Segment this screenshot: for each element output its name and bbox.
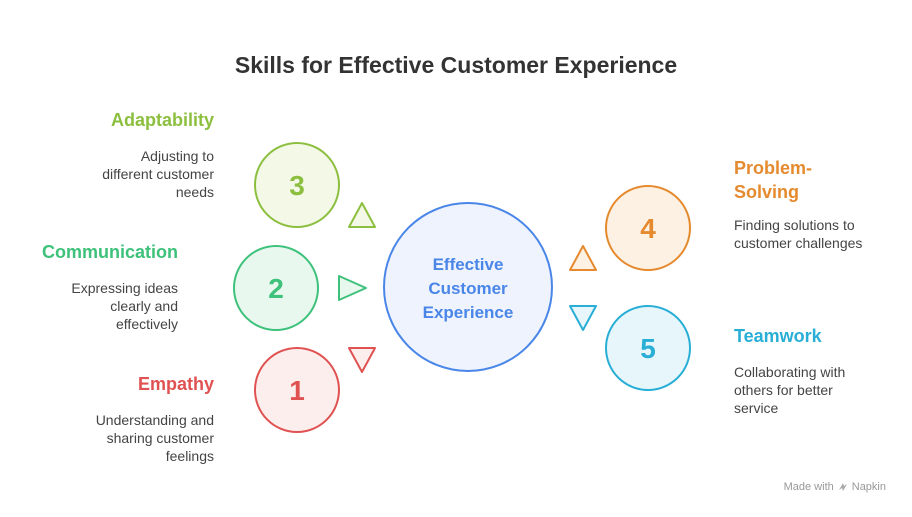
skill-description-communication: Expressing ideas clearly and effectively bbox=[0, 279, 178, 333]
description-line: service bbox=[734, 400, 779, 416]
page-title: Skills for Effective Customer Experience bbox=[234, 52, 678, 78]
description-line: needs bbox=[175, 184, 214, 200]
skill-heading-teamwork: Teamwork bbox=[734, 324, 904, 348]
skill-number-adaptability: 3 bbox=[289, 170, 305, 201]
napkin-logo-icon bbox=[838, 483, 847, 491]
description-line: clearly and bbox=[110, 298, 178, 314]
skill-number-teamwork: 5 bbox=[640, 333, 656, 364]
skill-heading-line: Solving bbox=[734, 182, 800, 202]
skill-heading-communication: Communication bbox=[0, 240, 178, 264]
description-line: others for better bbox=[734, 382, 833, 398]
description-line: Understanding and bbox=[95, 412, 214, 428]
skill-number-communication: 2 bbox=[268, 273, 284, 304]
skill-description-empathy: Understanding and sharing customer feeli… bbox=[14, 411, 214, 465]
arrow-teamwork-icon bbox=[569, 305, 597, 331]
description-line: feelings bbox=[165, 448, 214, 464]
skill-node-problem-solving[interactable]: 4 bbox=[605, 185, 691, 271]
brand-name: Napkin bbox=[851, 481, 886, 493]
skill-heading-line: Teamwork bbox=[734, 326, 822, 346]
center-circle bbox=[383, 202, 553, 372]
description-line: customer challenges bbox=[734, 235, 863, 251]
skill-circle-problem-solving bbox=[605, 185, 691, 271]
skill-node-teamwork[interactable]: 5 bbox=[605, 305, 691, 391]
skill-node-adaptability[interactable]: 3 bbox=[254, 142, 340, 228]
center-node[interactable]: Effective Customer Experience bbox=[383, 202, 553, 372]
description-line: Finding solutions to bbox=[734, 217, 855, 233]
skill-heading-line: Empathy bbox=[137, 374, 214, 394]
skill-heading-line: Adaptability bbox=[110, 110, 214, 130]
arrow-communication-icon bbox=[338, 275, 367, 301]
skill-number-problem-solving: 4 bbox=[640, 213, 656, 244]
skill-heading-empathy: Empathy bbox=[14, 372, 214, 396]
center-label-line: Effective bbox=[433, 255, 504, 274]
skill-heading-line: Communication bbox=[41, 242, 178, 262]
skill-number-empathy: 1 bbox=[289, 375, 305, 406]
description-line: different customer bbox=[102, 166, 214, 182]
skill-heading-problem-solving: Problem- Solving bbox=[734, 156, 904, 204]
made-with-footer[interactable]: Made with Napkin bbox=[784, 481, 886, 493]
skill-circle-teamwork bbox=[605, 305, 691, 391]
description-line: sharing customer bbox=[106, 430, 214, 446]
arrow-empathy-icon bbox=[348, 347, 376, 373]
skill-circle-adaptability bbox=[254, 142, 340, 228]
description-line: Collaborating with bbox=[734, 364, 846, 380]
skill-circle-empathy bbox=[254, 347, 340, 433]
description-line: effectively bbox=[116, 316, 178, 332]
skill-heading-adaptability: Adaptability bbox=[14, 108, 214, 132]
arrow-adaptability-icon bbox=[348, 202, 376, 228]
description-line: Adjusting to bbox=[140, 148, 214, 164]
made-with-label: Made with bbox=[783, 481, 834, 493]
skill-node-communication[interactable]: 2 bbox=[233, 245, 319, 331]
skill-circle-communication bbox=[233, 245, 319, 331]
skill-heading-line: Problem- bbox=[734, 158, 813, 178]
skill-description-problem-solving: Finding solutions to customer challenges bbox=[734, 216, 904, 252]
skill-node-empathy[interactable]: 1 bbox=[254, 347, 340, 433]
skill-description-adaptability: Adjusting to different customer needs bbox=[14, 147, 214, 201]
skill-description-teamwork: Collaborating with others for better ser… bbox=[734, 363, 904, 417]
description-line: Expressing ideas bbox=[71, 280, 178, 296]
arrow-problem-solving-icon bbox=[569, 245, 597, 271]
center-label-line: Experience bbox=[423, 303, 514, 322]
center-label-line: Customer bbox=[428, 279, 508, 298]
